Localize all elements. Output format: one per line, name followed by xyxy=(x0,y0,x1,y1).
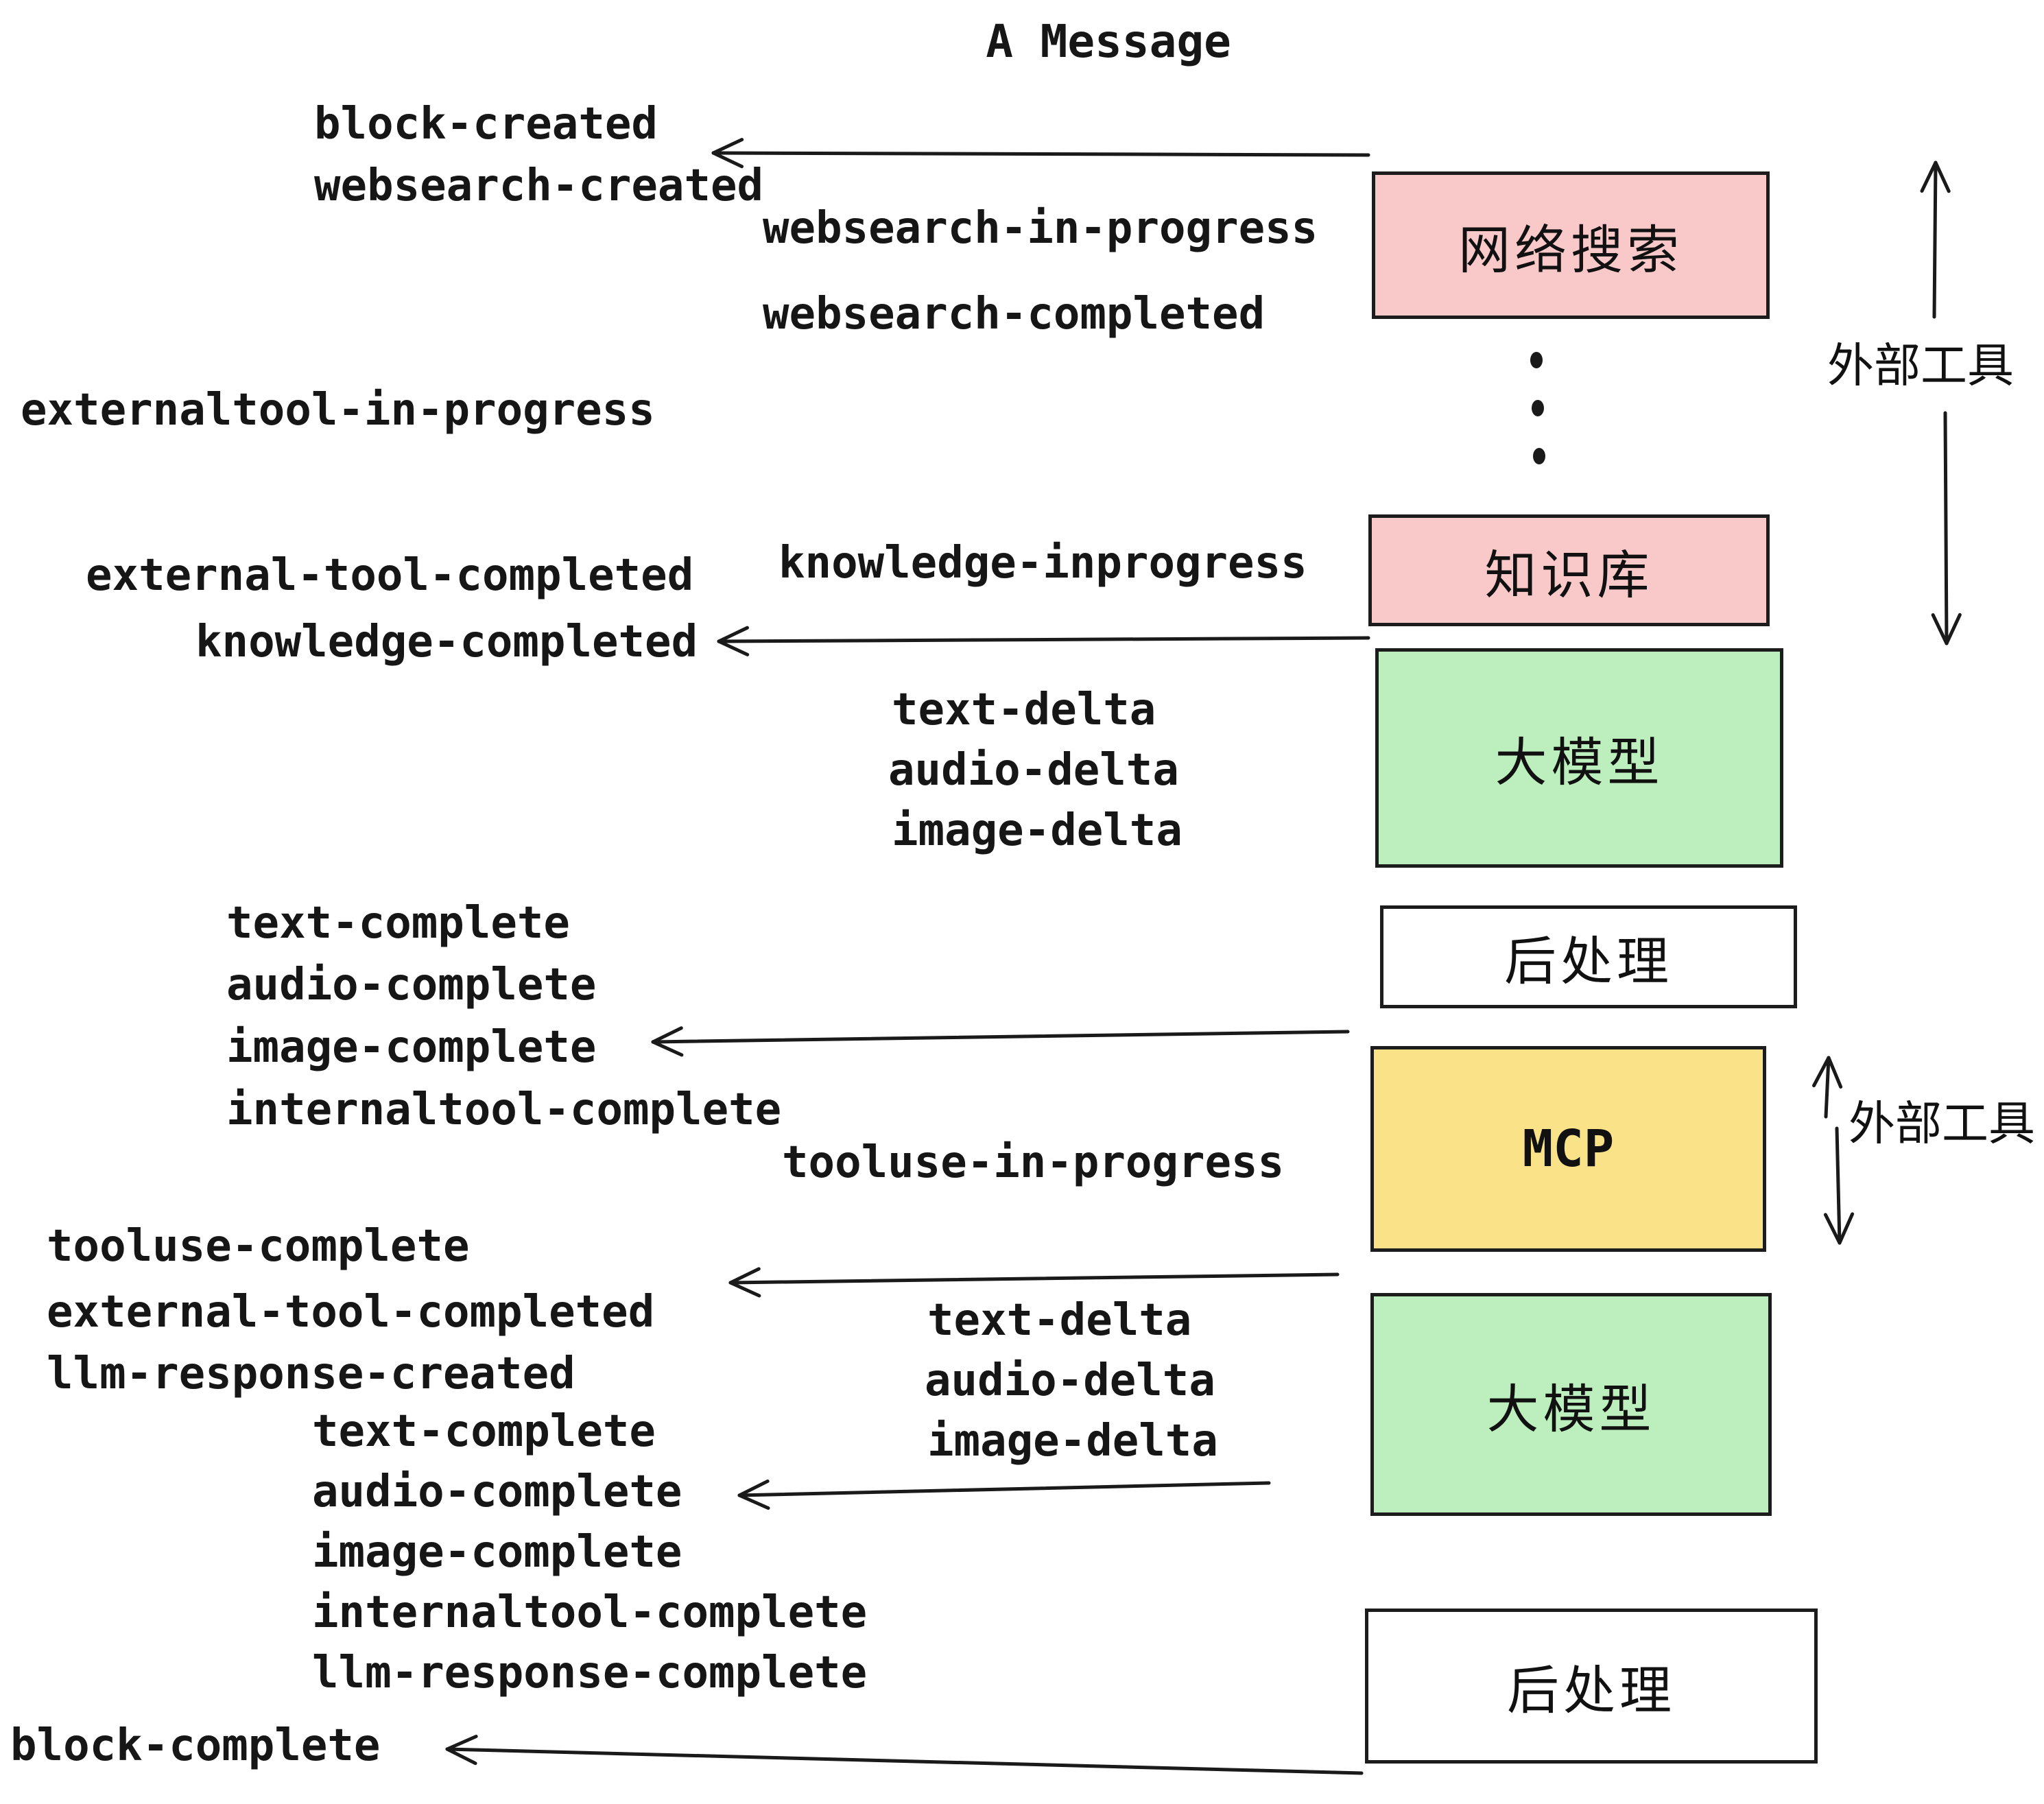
llm-box-2-label: 大模型 xyxy=(1486,1378,1656,1440)
label-external-tool-completed-1: external-tool-completed xyxy=(86,550,694,601)
label-text-delta-2: text-delta xyxy=(927,1295,1192,1346)
label-block-complete: block-complete xyxy=(10,1720,381,1771)
postprocess-box-1-label: 后处理 xyxy=(1504,931,1673,992)
diagram-title: A Message xyxy=(986,15,1231,68)
label-knowledge-inprogress: knowledge-inprogress xyxy=(779,538,1307,589)
websearch-box-label: 网络搜索 xyxy=(1458,219,1683,281)
label-image-delta-1: image-delta xyxy=(892,805,1183,856)
knowledge-box-label: 知识库 xyxy=(1484,544,1654,606)
label-image-delta-2: image-delta xyxy=(927,1416,1218,1467)
ellipsis-dot xyxy=(1530,352,1543,368)
label-llm-response-complete: llm-response-complete xyxy=(312,1648,868,1698)
label-text-complete-1: text-complete xyxy=(226,898,570,949)
label-image-complete-2: image-complete xyxy=(312,1527,682,1578)
postprocess-box-1: 后处理 xyxy=(1380,905,1797,1008)
label-internaltool-complete-1: internaltool-complete xyxy=(226,1084,782,1135)
label-websearch-created: websearch-created xyxy=(314,161,764,211)
external-tools-down-arrow-1 xyxy=(1931,411,1962,645)
websearch-box: 网络搜索 xyxy=(1372,171,1770,319)
label-knowledge-completed: knowledge-completed xyxy=(195,617,698,667)
llm-box-1-label: 大模型 xyxy=(1495,732,1664,793)
label-audio-delta-1: audio-delta xyxy=(888,745,1179,796)
label-image-complete-1: image-complete xyxy=(226,1022,597,1073)
arrow-to-audio-complete xyxy=(737,1479,1271,1510)
postprocess-box-2-label: 后处理 xyxy=(1507,1660,1676,1721)
label-block-created: block-created xyxy=(314,99,658,150)
label-websearch-completed: websearch-completed xyxy=(763,289,1265,340)
label-audio-delta-2: audio-delta xyxy=(925,1355,1215,1406)
mcp-box-label: MCP xyxy=(1522,1119,1615,1178)
external-tools-up-arrow-1 xyxy=(1920,161,1951,319)
label-text-complete-2: text-complete xyxy=(312,1406,656,1457)
external-tools-label-2: 外部工具 xyxy=(1848,1097,2036,1152)
arrow-to-image-complete xyxy=(651,1026,1350,1057)
arrow-to-block-created xyxy=(711,138,1370,169)
llm-box-2: 大模型 xyxy=(1370,1293,1772,1516)
label-websearch-in-progress: websearch-in-progress xyxy=(763,203,1318,254)
arrow-to-tooluse-complete xyxy=(728,1267,1340,1298)
knowledge-box: 知识库 xyxy=(1368,514,1770,626)
external-tools-down-arrow-2 xyxy=(1823,1126,1855,1245)
label-text-delta-1: text-delta xyxy=(892,685,1156,735)
label-externaltool-in-progress: externaltool-in-progress xyxy=(21,385,655,436)
llm-box-1: 大模型 xyxy=(1375,648,1783,868)
label-internaltool-complete-2: internaltool-complete xyxy=(312,1587,868,1638)
label-external-tool-completed-2: external-tool-completed xyxy=(47,1287,655,1338)
ellipsis-dot xyxy=(1533,448,1545,464)
label-audio-complete-1: audio-complete xyxy=(226,960,597,1010)
external-tools-label-1: 外部工具 xyxy=(1827,339,2015,394)
arrow-to-block-complete xyxy=(445,1735,1364,1775)
postprocess-box-2: 后处理 xyxy=(1365,1609,1818,1764)
label-tooluse-complete: tooluse-complete xyxy=(47,1221,470,1272)
external-tools-up-arrow-2 xyxy=(1811,1056,1843,1119)
label-llm-response-created: llm-response-created xyxy=(47,1349,575,1399)
ellipsis-dot xyxy=(1532,400,1544,416)
label-tooluse-in-progress: tooluse-in-progress xyxy=(782,1137,1285,1188)
mcp-box: MCP xyxy=(1370,1046,1766,1252)
arrow-to-knowledge-completed xyxy=(717,626,1370,656)
label-audio-complete-2: audio-complete xyxy=(312,1467,682,1517)
